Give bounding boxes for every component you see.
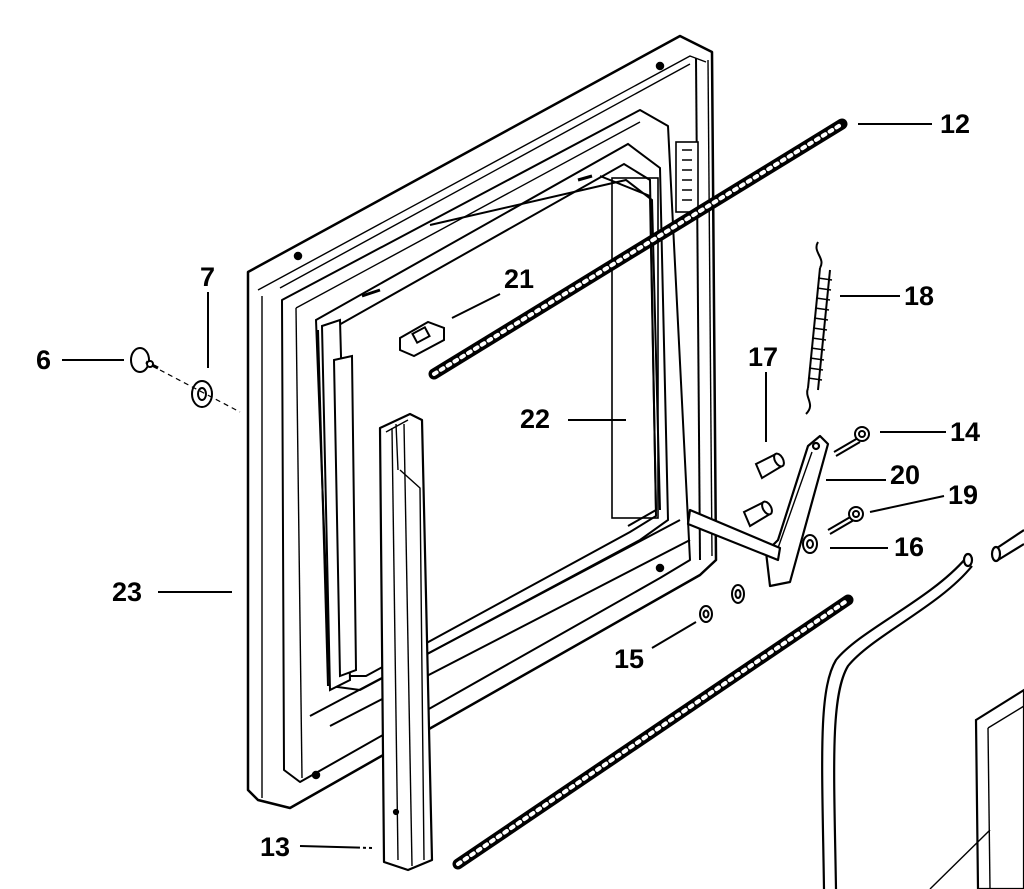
clip-bracket [399,320,445,358]
label-20: 20 [890,460,920,490]
label-16: 16 [894,532,924,562]
screw-14 [833,426,870,457]
leader-13 [299,845,373,849]
callout-labels: 6 7 12 13 14 15 16 17 18 19 20 21 22 23 [36,109,980,862]
label-6: 6 [36,345,51,375]
label-18: 18 [904,281,934,311]
label-19: 19 [948,480,978,510]
door-outer-frame [246,34,718,810]
label-7: 7 [200,262,215,292]
screw-19 [827,506,864,535]
inner-glass-frame [309,142,691,727]
leader-19 [869,495,945,513]
knob-fixing [130,347,159,373]
label-17: 17 [748,342,778,372]
label-14: 14 [950,417,980,447]
leader-15 [651,621,697,649]
leader-lines [62,123,946,849]
label-13: 13 [260,832,290,862]
outer-glass-panel [929,688,1024,889]
tension-spring [805,241,833,415]
side-rail [378,412,434,872]
seal-gasket-loop [821,529,1024,889]
label-22: 22 [520,404,550,434]
gasket-strip-top [428,118,848,380]
hinge-arm [686,434,830,588]
label-15: 15 [614,644,644,674]
washers [699,534,818,623]
leader-21 [451,293,501,319]
label-23: 23 [112,577,142,607]
knob-axis-line [159,369,241,413]
gasket-strip-bottom [452,594,854,870]
label-12: 12 [940,109,970,139]
ring-washer [191,380,213,408]
hinge-slot-strip [675,141,699,213]
bushing-pins [742,452,785,528]
label-21: 21 [504,264,534,294]
